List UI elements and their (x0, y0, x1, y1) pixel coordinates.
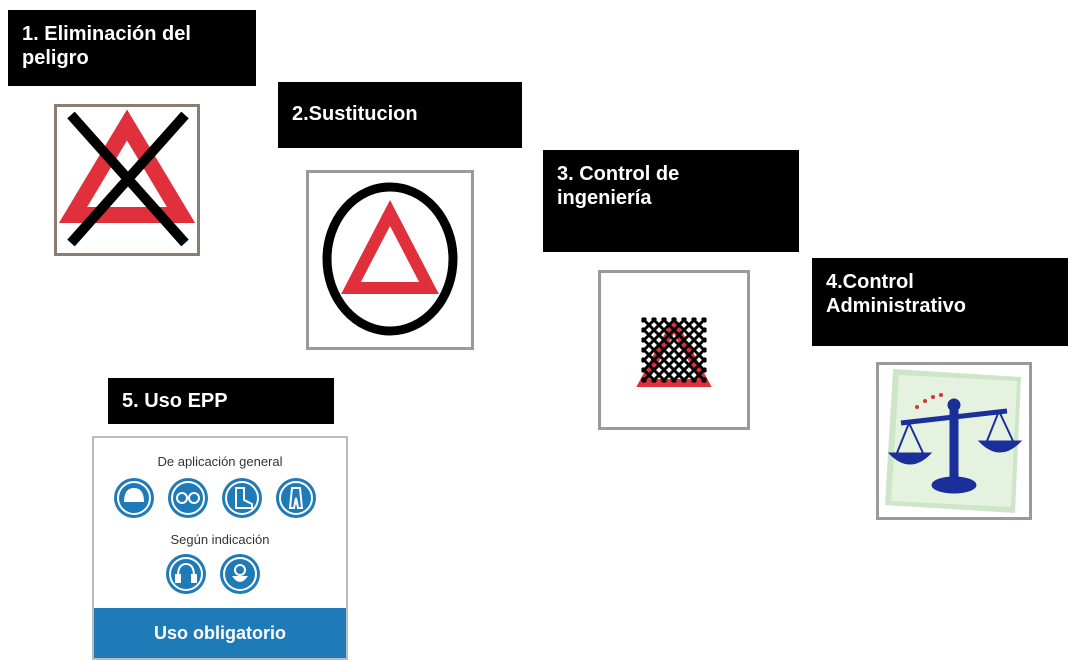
ppe-sign-icon: De aplicación general Según indicación U… (92, 436, 348, 660)
circled-triangle-icon (306, 170, 474, 350)
goggles-icon (168, 478, 208, 518)
step-5-label: 5. Uso EPP (108, 378, 334, 424)
mandatory-use-footer: Uso obligatorio (94, 608, 346, 658)
boot-icon (222, 478, 262, 518)
step-2-label: 2.Sustitucion (278, 82, 522, 148)
general-title: De aplicación general (157, 454, 283, 469)
helmet-icon (114, 478, 154, 518)
crossed-triangle-icon (54, 104, 200, 256)
step-1-label: 1. Eliminación del peligro (8, 10, 256, 86)
indication-title: Según indicación (170, 532, 270, 547)
scales-icon (876, 362, 1032, 520)
coverall-icon (276, 478, 316, 518)
mesh-triangle-icon (598, 270, 750, 430)
respirator-icon (220, 554, 260, 594)
ear-protection-icon (166, 554, 206, 594)
step-4-label: 4.Control Administrativo (812, 258, 1068, 346)
step-3-label: 3. Control de ingeniería (543, 150, 799, 252)
